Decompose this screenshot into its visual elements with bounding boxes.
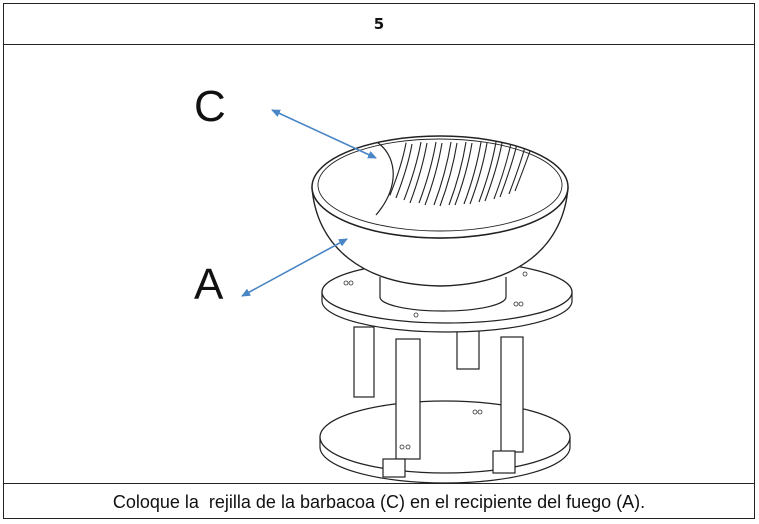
instruction-sheet: 5	[3, 3, 755, 519]
bowl-label: A	[194, 260, 224, 309]
bottom-disc	[319, 400, 571, 484]
assembly-figure: C A	[4, 45, 754, 484]
instruction-caption: Coloque la rejilla de la barbacoa (C) en…	[112, 491, 646, 512]
fire-pit-drawing: C A	[194, 82, 573, 484]
bowl-collar	[379, 277, 507, 312]
grill-label: C	[194, 82, 226, 131]
step-number: 5	[4, 4, 754, 45]
fire-bowl	[311, 135, 569, 287]
bowl-callout-arrow	[241, 238, 348, 297]
bottom-disc-bolts	[399, 409, 483, 450]
grill-callout-arrow	[271, 109, 377, 159]
legs	[353, 326, 524, 478]
callout-arrows	[241, 109, 377, 297]
